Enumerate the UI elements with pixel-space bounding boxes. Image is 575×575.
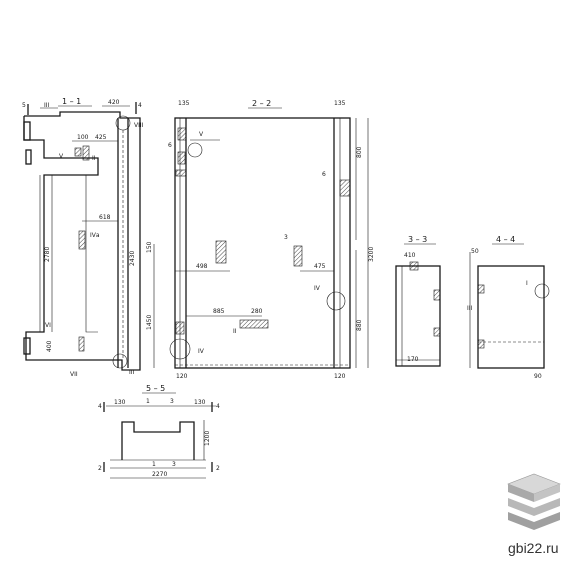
section-title-4-4: 4 – 4	[496, 235, 515, 244]
dim-880: 880	[356, 319, 363, 331]
dim-100: 100	[77, 134, 89, 141]
section-2-2: 2 – 2 135 135 498 475 885	[146, 99, 375, 380]
marker-3-top: 3	[170, 398, 174, 405]
dim-420: 420	[108, 99, 120, 106]
dim-1450: 1450	[146, 315, 153, 330]
marker-ii-b: II	[233, 328, 237, 335]
marker-2-55-left: 2	[98, 465, 102, 472]
section-3-3-outline	[395, 265, 441, 367]
dim-170: 170	[407, 356, 419, 363]
dim-120-right: 120	[334, 373, 346, 380]
dim-498: 498	[196, 263, 208, 270]
marker-1-bottom: 1	[152, 461, 156, 468]
marker-1-top: 1	[146, 398, 150, 405]
marker-vi: VI	[45, 322, 51, 329]
dim-90: 90	[534, 373, 542, 380]
dim-2430: 2430	[129, 251, 136, 266]
dim-50: 50	[471, 248, 479, 255]
marker-v-1: V	[59, 153, 64, 160]
dim-1200: 1200	[204, 431, 211, 446]
marker-3: 3	[284, 234, 288, 241]
dim-618: 618	[99, 214, 111, 221]
dim-120-bottom: 120	[176, 373, 188, 380]
dim-475: 475	[314, 263, 326, 270]
brand-logo	[507, 473, 561, 530]
marker-4-55-left: 4	[98, 403, 102, 410]
marker-2-55-right: 2	[216, 465, 220, 472]
section-5-5-outline	[121, 421, 195, 460]
marker-iii-44: III	[467, 305, 473, 312]
marker-i: I	[526, 280, 528, 287]
marker-6: 6	[168, 142, 172, 149]
dim-130-right: 130	[194, 399, 206, 406]
section-1-1-outline	[23, 111, 141, 371]
marker-v-2: V	[199, 131, 204, 138]
marker-iii-top: III	[44, 102, 50, 109]
dim-400: 400	[46, 340, 53, 352]
marker-3-bottom: 3	[172, 461, 176, 468]
section-4-4: 4 – 4 50 90 I III	[467, 235, 550, 380]
marker-4-top: 4	[138, 102, 142, 109]
dim-800: 800	[356, 146, 363, 158]
dim-410: 410	[404, 252, 416, 259]
brand-site: gbi22.ru	[508, 540, 559, 556]
section-1-1: 1 – 1 5 III 420 100 425 618 2780 2	[22, 97, 144, 378]
dim-135-left: 135	[178, 100, 190, 107]
dim-2270: 2270	[152, 471, 167, 478]
dim-3200: 3200	[368, 247, 375, 262]
dim-885: 885	[213, 308, 225, 315]
dim-280: 280	[251, 308, 263, 315]
dim-2780: 2780	[44, 247, 51, 262]
marker-6-b: 6	[322, 171, 326, 178]
marker-iva: IVа	[90, 232, 100, 239]
section-5-5: 5 – 5 4 4 2 2 1 3 1 3 130 130 2270 1200	[98, 384, 220, 479]
section-2-2-outline	[174, 117, 351, 369]
section-4-4-outline	[477, 265, 545, 369]
marker-ii: II	[92, 155, 96, 162]
marker-iv-b: IV	[198, 348, 205, 355]
section-title-1-1: 1 – 1	[62, 97, 81, 106]
section-title-5-5: 5 – 5	[146, 384, 165, 393]
dim-135-right: 135	[334, 100, 346, 107]
marker-5: 5	[22, 102, 26, 109]
section-3-3: 3 – 3 410 170	[395, 235, 441, 367]
dim-150: 150	[146, 241, 153, 253]
marker-4-55-right: 4	[216, 403, 220, 410]
marker-viii: VIII	[134, 122, 144, 129]
marker-iii-bottom: III	[129, 369, 135, 376]
dim-130-left: 130	[114, 399, 126, 406]
dim-425: 425	[95, 134, 107, 141]
section-title-3-3: 3 – 3	[408, 235, 427, 244]
marker-iv-a: IV	[314, 285, 321, 292]
marker-vii: VII	[70, 371, 78, 378]
section-title-2-2: 2 – 2	[252, 99, 271, 108]
